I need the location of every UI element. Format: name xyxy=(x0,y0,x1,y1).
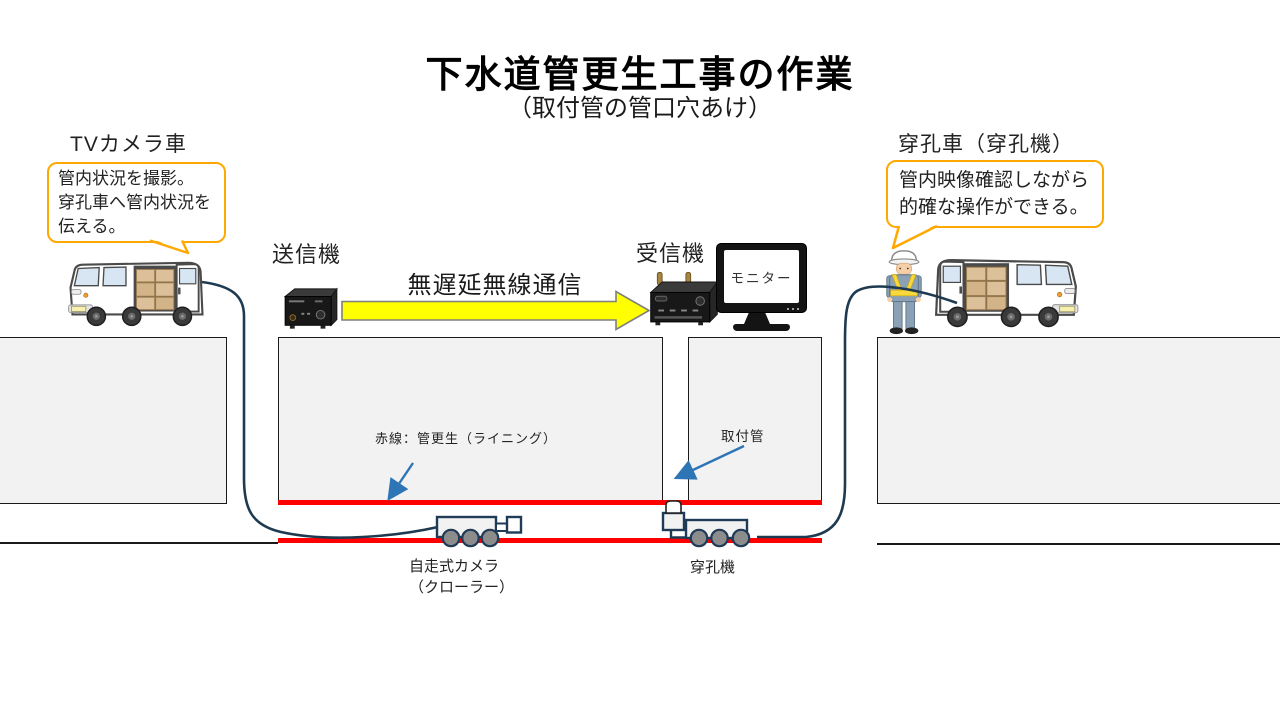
van-windshield xyxy=(73,266,100,287)
tv-camera-callout: 管内状況を撮影。 穿孔車へ管内状況を 伝える。 xyxy=(47,162,226,243)
van-side-window xyxy=(1016,263,1043,286)
pipe-bottom-line-right xyxy=(877,543,1280,545)
worker-face xyxy=(895,262,913,275)
callout-text-line: 的確な操作ができる。 xyxy=(899,197,1089,218)
drill-car-label: 穿孔車（穿孔機） xyxy=(898,133,1074,156)
callout-text-line: 管内映像確認しながら xyxy=(899,170,1090,191)
transmitter-knob xyxy=(315,309,326,320)
tv-camera-car-label: TVカメラ車 xyxy=(70,133,187,156)
van-door-handle xyxy=(959,286,962,294)
van-indicator-light xyxy=(1057,291,1063,298)
van-license-plate xyxy=(1059,305,1076,313)
van-headlight xyxy=(70,289,82,295)
soil-block-middle-right xyxy=(688,337,822,504)
van-door-window xyxy=(942,265,962,284)
van-cargo-boxes xyxy=(966,266,1007,311)
worker-figure xyxy=(886,250,922,335)
callout-text-line: 管内状況を撮影。 xyxy=(58,169,194,188)
drill-van-illustration xyxy=(934,259,1079,328)
van-wheels xyxy=(86,306,193,327)
tv-camera-van-illustration xyxy=(68,261,204,327)
transmitter-device xyxy=(283,287,338,329)
van-rear-door-window xyxy=(178,267,197,285)
worker-vest-band xyxy=(890,289,918,297)
van-door-handle xyxy=(178,287,181,295)
soil-block-middle xyxy=(278,337,663,504)
worker-leg xyxy=(892,301,903,329)
van-cargo-boxes xyxy=(136,268,175,311)
worker-shoe xyxy=(904,327,919,335)
pipe-lining-bottom-line xyxy=(278,538,822,543)
transmitter-label: 送信機 xyxy=(272,242,342,267)
soil-block-right xyxy=(877,337,1280,504)
van-side-window xyxy=(102,266,127,287)
van-indicator-light xyxy=(83,292,89,298)
monitor-stand-base xyxy=(733,324,790,331)
van-headlight xyxy=(1064,287,1076,295)
worker-shoe xyxy=(889,327,904,335)
worker-hand xyxy=(887,297,893,303)
monitor-buttons xyxy=(786,307,799,310)
receiver-knob xyxy=(695,296,705,306)
monitor-stand-neck xyxy=(744,313,770,324)
receiver-device xyxy=(649,271,719,326)
page-subtitle: （取付管の管口穴あけ） xyxy=(508,95,772,122)
wireless-link-label: 無遅延無線通信 xyxy=(407,272,583,299)
lateral-pipe-annotation: 取付管 xyxy=(721,429,765,444)
monitor-display: モニター xyxy=(716,243,807,313)
pipe-lining-top-line xyxy=(278,500,822,505)
crawler-camera-label: 自走式カメラ （クローラー） xyxy=(409,558,515,596)
drill-machine-label: 穿孔機 xyxy=(690,559,736,576)
lining-annotation: 赤線：管更生（ライニング） xyxy=(375,431,558,446)
pipe-bottom-line-left xyxy=(0,542,278,544)
worker-hand xyxy=(915,297,921,303)
page-title: 下水道管更生工事の作業 xyxy=(425,54,855,95)
crawler-camera-head xyxy=(505,515,523,534)
callout-text-line: 穿孔車へ管内状況を xyxy=(58,193,211,212)
worker-leg xyxy=(905,301,916,329)
transmitter-connector xyxy=(289,314,297,321)
receiver-label: 受信機 xyxy=(636,241,706,266)
van-license-plate xyxy=(71,305,87,312)
monitor-screen: モニター xyxy=(724,250,799,303)
van-windshield xyxy=(1044,264,1073,286)
callout-text-line: 伝える。 xyxy=(58,217,126,236)
drill-car-callout: 管内映像確認しながら 的確な操作ができる。 xyxy=(886,160,1104,228)
soil-block-left xyxy=(0,337,227,504)
